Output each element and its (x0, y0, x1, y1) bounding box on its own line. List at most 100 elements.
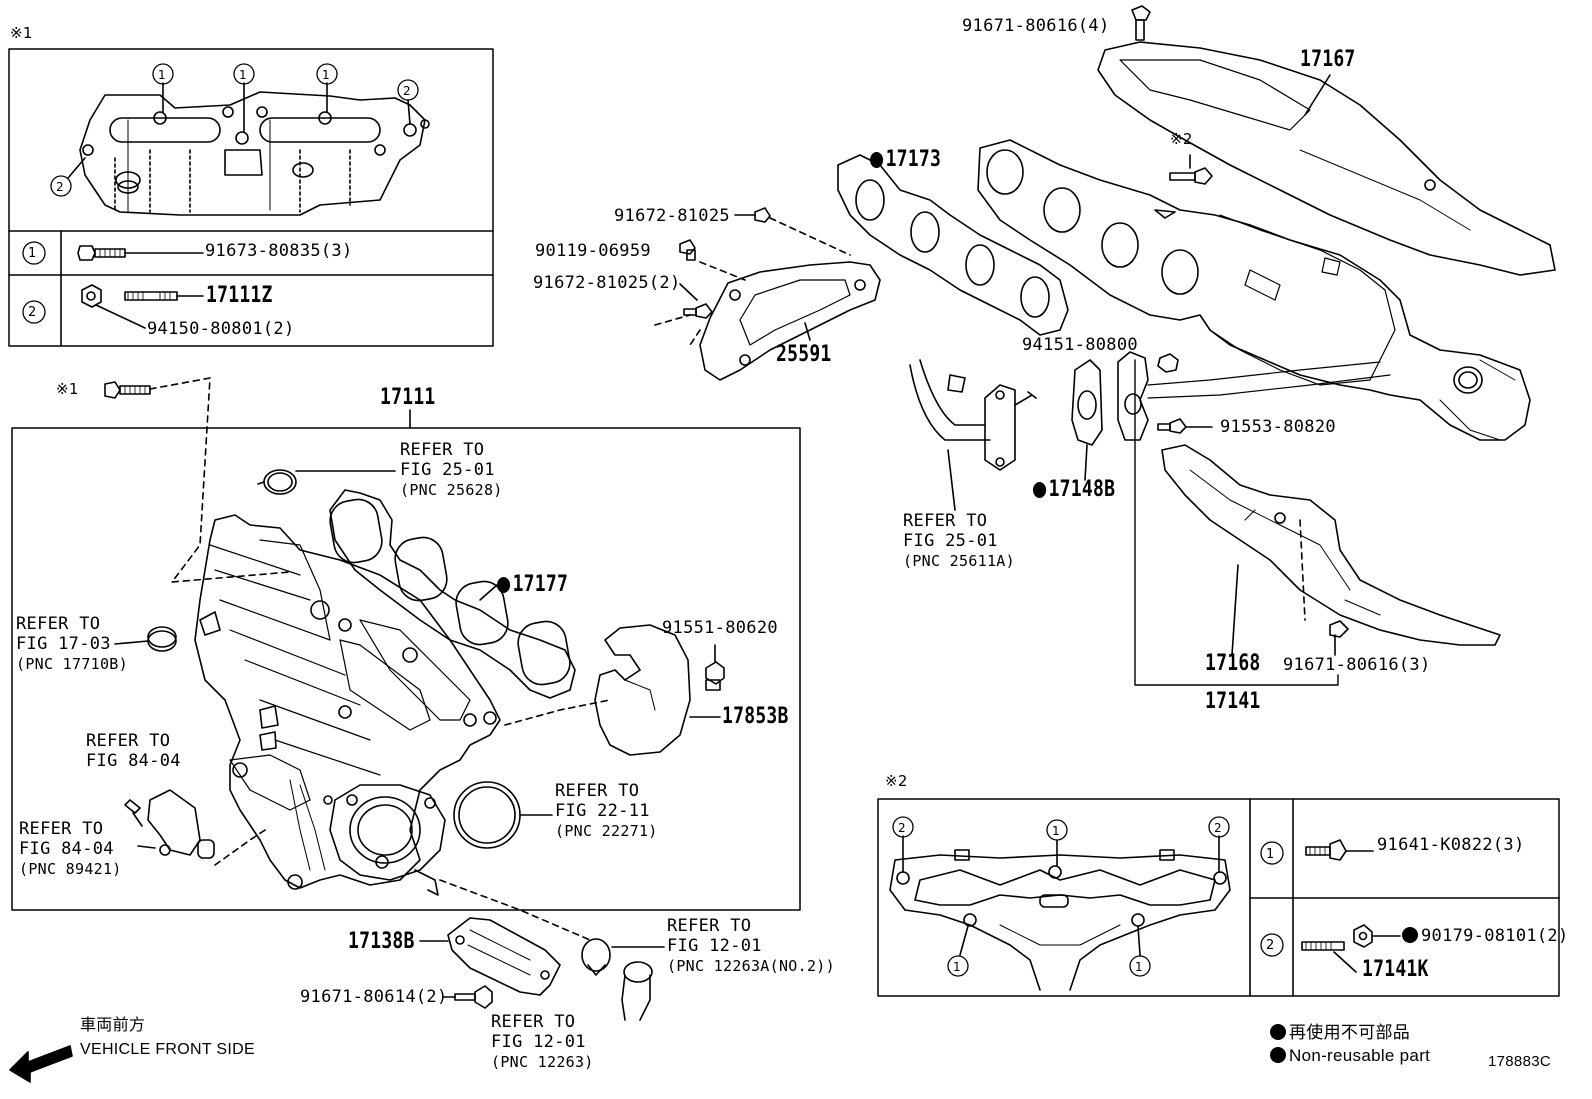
bracket-17138b (419, 917, 561, 996)
gasket-ring-25628 (257, 469, 396, 495)
inset2-manifold-flange (889, 849, 1231, 991)
inset2-row1-num: 1 (1266, 847, 1275, 862)
hose-12263 (621, 961, 653, 1021)
part-number-90119-06959[interactable]: 90119-06959 (535, 241, 651, 261)
part-number-91671-80614[interactable]: 91671-80614(2) (300, 987, 448, 1007)
part-number-17168[interactable]: 17168 (1205, 651, 1261, 676)
bolt-mark1-label: ※1 (56, 380, 79, 398)
part-number-25591[interactable]: 25591 (776, 342, 832, 367)
gasket-ring-22271 (453, 781, 553, 849)
gasket-17141-flange (1117, 351, 1391, 441)
inset2-callout-leaders (902, 835, 1220, 956)
stud-90119 (679, 239, 696, 261)
inset1-row1-num: 1 (28, 246, 37, 261)
part-number-91671-80616-3[interactable]: 91671-80616(3) (1283, 655, 1431, 675)
bracket-25591 (699, 261, 881, 381)
bolt-91553 (1157, 418, 1213, 434)
non-reusable-dot-icon (870, 152, 884, 168)
part-number-17167[interactable]: 17167 (1300, 47, 1356, 72)
bolt-mark1 (104, 381, 151, 399)
callout-1: 1 (158, 68, 166, 82)
callout-1: 1 (1135, 960, 1143, 974)
vehicle-front-en: VEHICLE FRONT SIDE (80, 1041, 255, 1058)
inset2-bolt-icon (1305, 839, 1374, 861)
part-number-17177[interactable]: 17177 (497, 573, 568, 597)
legend-jp: 再使用不可部品 (1270, 1023, 1410, 1042)
gasket-17177 (329, 489, 576, 699)
part-number-17141[interactable]: 17141 (1205, 689, 1261, 714)
bolt-mark2 (1169, 154, 1213, 185)
throttle-body-flange (323, 784, 446, 896)
inset1-stud-nut-icon (81, 284, 204, 329)
inset2-stud-nut-icon (1301, 924, 1401, 973)
part-number-91672-81025[interactable]: 91672-81025 (614, 206, 730, 226)
vehicle-front-arrow-icon (9, 1045, 73, 1083)
plug-17710b (114, 626, 177, 652)
part-number-17853b[interactable]: 17853B (722, 704, 789, 729)
inset2-row2-num: 2 (1266, 938, 1275, 953)
intake-group-frame (11, 427, 801, 911)
callout-1: 1 (1052, 824, 1060, 838)
part-number-17173[interactable]: 17173 (870, 148, 941, 172)
inset1-bolt-icon (77, 245, 204, 261)
part-number-91551-80620[interactable]: 91551-80620 (662, 618, 778, 638)
exhaust-manifold-17141 (977, 139, 1531, 441)
sensor-89421 (124, 789, 266, 866)
gasket-17173 (837, 154, 1069, 336)
vehicle-front-jp: 車両前方 (80, 1017, 146, 1034)
part-number-17138b[interactable]: 17138B (348, 929, 415, 954)
nut-94151 (1157, 353, 1179, 373)
non-reusable-dot-icon (1402, 927, 1418, 943)
part-number-17111z[interactable]: 17111Z (206, 283, 273, 308)
bolt-91671-80616-3 (1329, 620, 1349, 656)
callout-1: 1 (953, 960, 961, 974)
part-number-91672-81025-2[interactable]: 91672-81025(2) (533, 273, 681, 293)
inset1-frame (8, 48, 494, 347)
legend-en: Non-reusable part (1270, 1046, 1430, 1065)
heat-insulator-17168 (1161, 444, 1501, 656)
part-number-17111[interactable]: 17111 (380, 385, 436, 410)
exhaust-pipe-25611a (909, 359, 1037, 511)
bolt-mark2-label: ※2 (1170, 130, 1193, 148)
part-number-94151-80800[interactable]: 94151-80800 (1022, 335, 1138, 355)
callout-2: 2 (56, 180, 64, 194)
inset1-row2-num: 2 (28, 305, 37, 320)
part-number-91641-k0822[interactable]: 91641-K0822(3) (1377, 835, 1525, 855)
bolt-91551 (705, 644, 725, 691)
dash-bracket (654, 217, 851, 346)
dash-mark1 (149, 377, 291, 583)
inset1-callout-leaders (67, 82, 411, 179)
part-number-94150-80801[interactable]: 94150-80801(2) (147, 319, 295, 339)
inset1-circle-marks (22, 63, 419, 324)
callout-2: 2 (403, 84, 411, 98)
inset1-manifold-flange (79, 91, 430, 216)
part-number-91671-80616-4[interactable]: 91671-80616(4) (962, 16, 1110, 36)
non-reusable-dot-icon (1033, 482, 1047, 498)
bolt-91671-80614 (443, 985, 493, 1009)
gasket-17148b (1071, 359, 1103, 481)
part-number-17148b[interactable]: 17148B (1033, 478, 1115, 502)
part-number-91553-80820[interactable]: 91553-80820 (1220, 417, 1336, 437)
callout-1: 1 (239, 68, 247, 82)
inset2-circle-marks (892, 816, 1284, 977)
part-number-17141k[interactable]: 17141K (1362, 957, 1429, 982)
hose-clamp-12263a (439, 879, 665, 976)
inset2-mark: ※2 (885, 772, 908, 790)
bolt-91671-80616-4 (1131, 5, 1151, 41)
heat-insulator-17167 (1097, 41, 1556, 276)
intake-manifold-17111 (194, 514, 501, 890)
diagram-id: 178883C (1488, 1053, 1551, 1070)
part-number-91673-80835[interactable]: 91673-80835(3) (205, 241, 353, 261)
bolt-91672-81025 (734, 207, 771, 223)
part-number-90179-08101[interactable]: 90179-08101(2) (1402, 927, 1569, 946)
